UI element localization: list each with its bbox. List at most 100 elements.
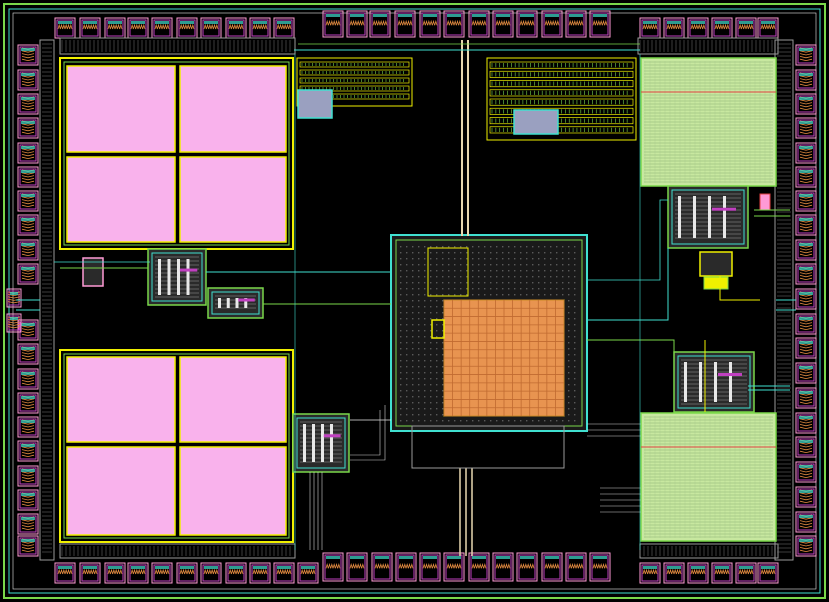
io-pad <box>795 412 817 434</box>
io-pad <box>795 69 817 91</box>
io-pad <box>104 562 126 584</box>
capacitor-cell <box>179 65 287 153</box>
io-pad <box>17 44 39 66</box>
capacitor-cell <box>179 156 287 243</box>
io-pad <box>346 10 368 38</box>
io-pad <box>17 416 39 438</box>
io-pad <box>273 562 295 584</box>
io-pad <box>151 562 173 584</box>
capacitor-cell <box>66 356 176 443</box>
io-pad <box>17 343 39 365</box>
io-pad <box>176 562 198 584</box>
io-pad <box>565 552 587 582</box>
macro-block <box>513 109 559 135</box>
io-pad <box>322 10 344 38</box>
io-pad <box>541 10 563 38</box>
analog-cell <box>207 287 264 319</box>
macro-block <box>297 89 333 119</box>
io-pad <box>757 562 779 584</box>
logic-block-top-right <box>486 57 637 141</box>
io-pad <box>17 93 39 115</box>
io-pad <box>322 552 344 582</box>
io-pad <box>395 552 417 582</box>
io-pad <box>795 263 817 285</box>
analog-cell <box>147 248 207 306</box>
io-pad <box>795 337 817 359</box>
io-pad <box>795 142 817 164</box>
sram-array-bottom-right <box>640 412 777 542</box>
io-pad <box>17 489 39 511</box>
io-pad <box>17 368 39 390</box>
io-pad <box>200 562 222 584</box>
io-pad <box>795 511 817 533</box>
io-pad <box>468 552 490 582</box>
io-pad <box>795 239 817 261</box>
analog-cell <box>292 413 350 473</box>
io-pad <box>516 10 538 38</box>
analog-cell <box>673 351 755 413</box>
io-pad <box>419 10 441 38</box>
io-pad <box>795 214 817 236</box>
io-pad <box>565 10 587 38</box>
io-pad <box>468 10 490 38</box>
pad-column-right <box>795 44 817 557</box>
io-pad <box>225 562 247 584</box>
io-pad <box>735 562 757 584</box>
io-pad <box>589 552 611 582</box>
capacitor-cell <box>179 356 287 443</box>
pad-row-bottom <box>54 552 779 584</box>
io-pad <box>443 10 465 38</box>
io-pad <box>735 17 757 39</box>
io-pad <box>394 10 416 38</box>
io-pad <box>17 465 39 487</box>
io-pad <box>663 562 685 584</box>
io-pad <box>17 263 39 285</box>
io-pad <box>795 93 817 115</box>
io-pad <box>795 486 817 508</box>
io-pad <box>443 552 465 582</box>
core-region <box>390 234 588 469</box>
io-pad <box>17 214 39 236</box>
io-pad <box>711 562 733 584</box>
capacitor-cell <box>179 446 287 536</box>
io-pad <box>795 461 817 483</box>
io-pad <box>17 166 39 188</box>
capacitor-bank-top-left <box>59 57 294 250</box>
io-pad <box>795 117 817 139</box>
io-pad <box>297 562 319 584</box>
io-pad <box>17 69 39 91</box>
io-pad <box>346 552 368 582</box>
io-pad <box>17 117 39 139</box>
capacitor-bank-bottom-left <box>59 349 294 543</box>
io-pad <box>795 190 817 212</box>
io-pad <box>17 392 39 414</box>
analog-cell <box>667 185 749 249</box>
io-pad <box>17 513 39 535</box>
io-pad <box>516 552 538 582</box>
analog-cells <box>82 185 771 473</box>
io-pad <box>795 313 817 335</box>
io-pad <box>795 288 817 310</box>
io-pad <box>541 552 563 582</box>
io-pad <box>795 44 817 66</box>
routing-wires <box>16 40 796 556</box>
io-pad <box>795 362 817 384</box>
io-pad <box>369 10 391 38</box>
io-pad <box>589 10 611 38</box>
pad-column-left <box>6 44 39 557</box>
io-pad <box>687 562 709 584</box>
io-pad <box>795 387 817 409</box>
io-pad <box>6 313 22 333</box>
capacitor-cell <box>66 156 176 243</box>
io-pad <box>249 562 271 584</box>
io-pad <box>54 17 76 39</box>
io-pad <box>17 190 39 212</box>
io-pad <box>492 552 514 582</box>
io-pad <box>17 239 39 261</box>
io-pad <box>419 552 441 582</box>
io-pad <box>127 562 149 584</box>
io-pad <box>6 288 22 308</box>
io-pad <box>79 562 101 584</box>
io-pad <box>273 17 295 39</box>
